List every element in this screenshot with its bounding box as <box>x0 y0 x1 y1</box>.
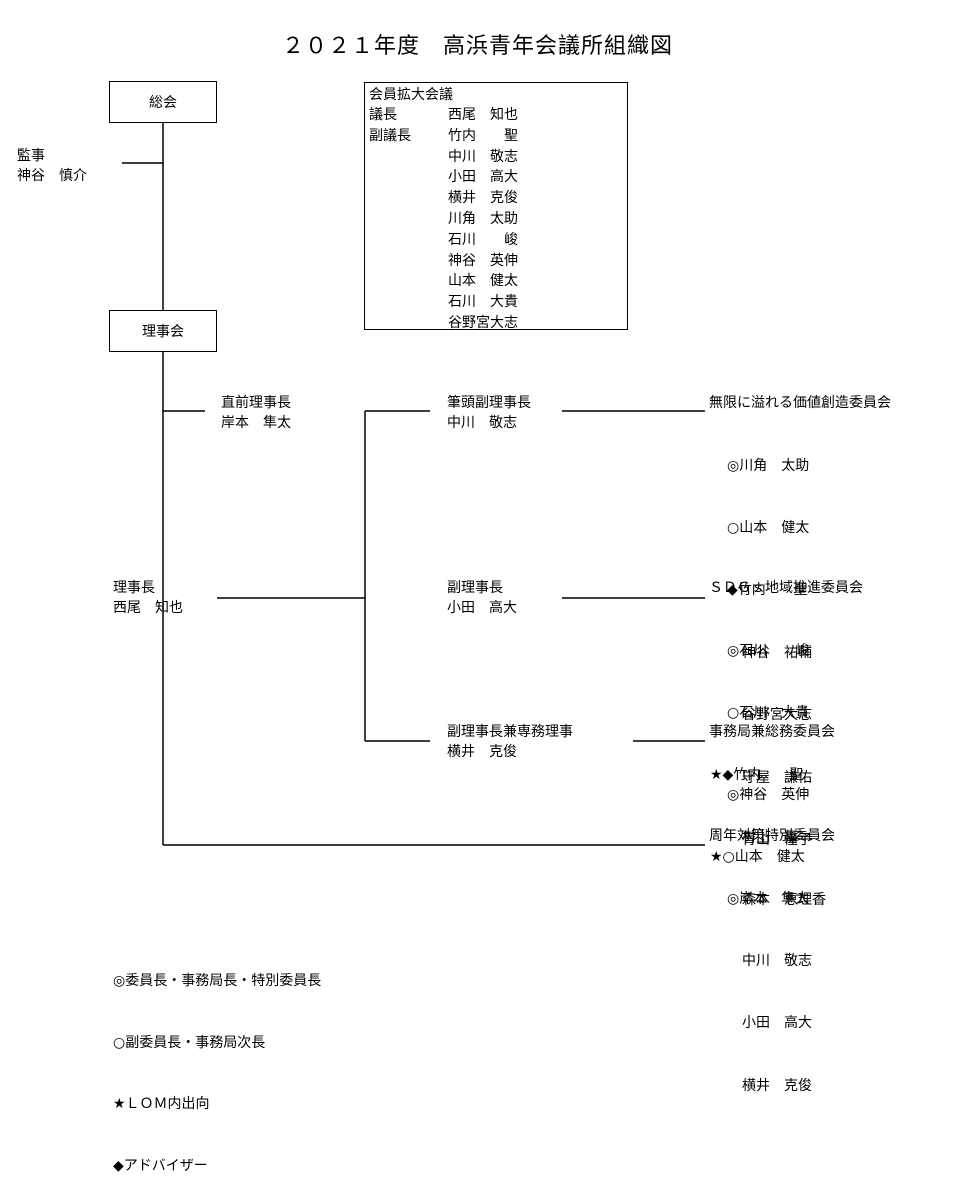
council-member: 川角 太助 <box>448 211 518 227</box>
page-title: ２０２１年度 高浜青年会議所組織図 <box>281 34 673 59</box>
committee-1-name: 無限に溢れる価値創造委員会 <box>709 395 891 411</box>
committee-1-members: ◎川角 太助 ○山本 健太 ◆竹内 聖 神谷 祐輔 谷野宮大志 守屋 謙佑 青山… <box>727 414 812 872</box>
vp-1-role: 筆頭副理事長 <box>447 395 531 411</box>
committee-member: 谷野宮大志 <box>742 707 812 724</box>
committee-member: 村上 嘉一 <box>742 829 812 846</box>
committee-member: ○石川 大貴 <box>727 704 810 721</box>
committee-member: 横井 克俊 <box>742 1077 812 1094</box>
committee-member: ◎岸本 隼太 <box>727 890 810 907</box>
legend-item: ★ＬＯＭ内出向 <box>113 1096 210 1112</box>
general-assembly-label: 総会 <box>149 95 177 111</box>
legend-item: ◎委員長・事務局長・特別委員長 <box>113 973 322 989</box>
legend-item: ○副委員長・事務局次長 <box>113 1034 266 1051</box>
committee-2-name: ＳＤＧｓ地域推進委員会 <box>709 580 863 596</box>
committee-member: 神谷 祐輔 <box>742 644 812 661</box>
committee-member: ◎川角 太助 <box>727 457 810 474</box>
council-member: 石川 大貴 <box>448 294 518 311</box>
board-label: 理事会 <box>142 324 184 340</box>
council-vice-role: 副議長 <box>369 127 411 144</box>
council-member: 小田 高大 <box>448 169 518 186</box>
board-box: 理事会 <box>109 310 217 352</box>
council-member: 竹内 聖 <box>448 127 518 144</box>
council-member: 石川 峻 <box>448 231 518 248</box>
committee-member: ★◆竹内 聖 <box>710 767 804 784</box>
committee-member: ○山本 健太 <box>727 519 810 536</box>
council-member: 神谷 英伸 <box>448 252 518 269</box>
committee-member: ◆竹内 聖 <box>727 582 808 599</box>
council-chair-name: 西尾 知也 <box>448 107 518 123</box>
committee-4-members: ◎岸本 隼太 中川 敬志 小田 高大 横井 克俊 <box>727 847 812 1117</box>
expanded-council-box: 会員拡大会議 議長 西尾 知也 副議長 竹内 聖 中川 敬志 小田 高大 横井 … <box>364 82 628 331</box>
council-chair-role: 議長 <box>369 107 397 123</box>
president-name: 西尾 知也 <box>113 600 183 616</box>
council-member: 横井 克俊 <box>448 190 518 207</box>
vp-2-name: 小田 高大 <box>447 600 517 616</box>
committee-4-name: 周年対策特別委員会 <box>709 828 835 844</box>
council-member: 谷野宮大志 <box>448 315 518 331</box>
committee-member: 中川 敬志 <box>742 952 812 969</box>
council-member: 山本 健太 <box>448 273 518 290</box>
vp-3-name: 横井 克俊 <box>447 744 517 760</box>
committee-3-members: ◎神谷 英伸 ★○山本 健太 <box>710 743 809 889</box>
connector-lines <box>122 122 705 846</box>
auditor-role: 監事 <box>17 148 45 164</box>
committee-member: 守屋 謙佑 <box>742 769 812 786</box>
council-title: 会員拡大会議 <box>369 87 453 103</box>
committee-member: 森本 恵理香 <box>742 892 826 909</box>
committee-member: ◎石川 峻 <box>727 642 810 659</box>
vp-2-role: 副理事長 <box>447 580 503 596</box>
auditor-name: 神谷 慎介 <box>17 168 87 184</box>
past-president-role: 直前理事長 <box>221 395 291 411</box>
committee-member: 青山 憧子 <box>742 831 812 848</box>
committee-3-name: 事務局兼総務委員会 <box>709 724 835 740</box>
general-assembly-box: 総会 <box>109 81 217 123</box>
legend: ◎委員長・事務局長・特別委員長 ○副委員長・事務局次長 ★ＬＯＭ内出向 ◆アドバ… <box>113 930 321 1197</box>
council-member: 中川 敬志 <box>448 148 518 165</box>
committee-2-members: ◎石川 峻 ○石川 大貴 ★◆竹内 聖 村上 嘉一 森本 恵理香 <box>710 599 826 932</box>
legend-item: ◆アドバイザー <box>113 1157 208 1174</box>
committee-member: ◎神谷 英伸 <box>727 786 810 803</box>
vp-1-name: 中川 敬志 <box>447 415 517 431</box>
president-role: 理事長 <box>113 580 155 596</box>
committee-member: ★○山本 健太 <box>710 848 805 865</box>
vp-3-role: 副理事長兼専務理事 <box>447 724 573 740</box>
past-president-name: 岸本 隼太 <box>221 415 291 431</box>
